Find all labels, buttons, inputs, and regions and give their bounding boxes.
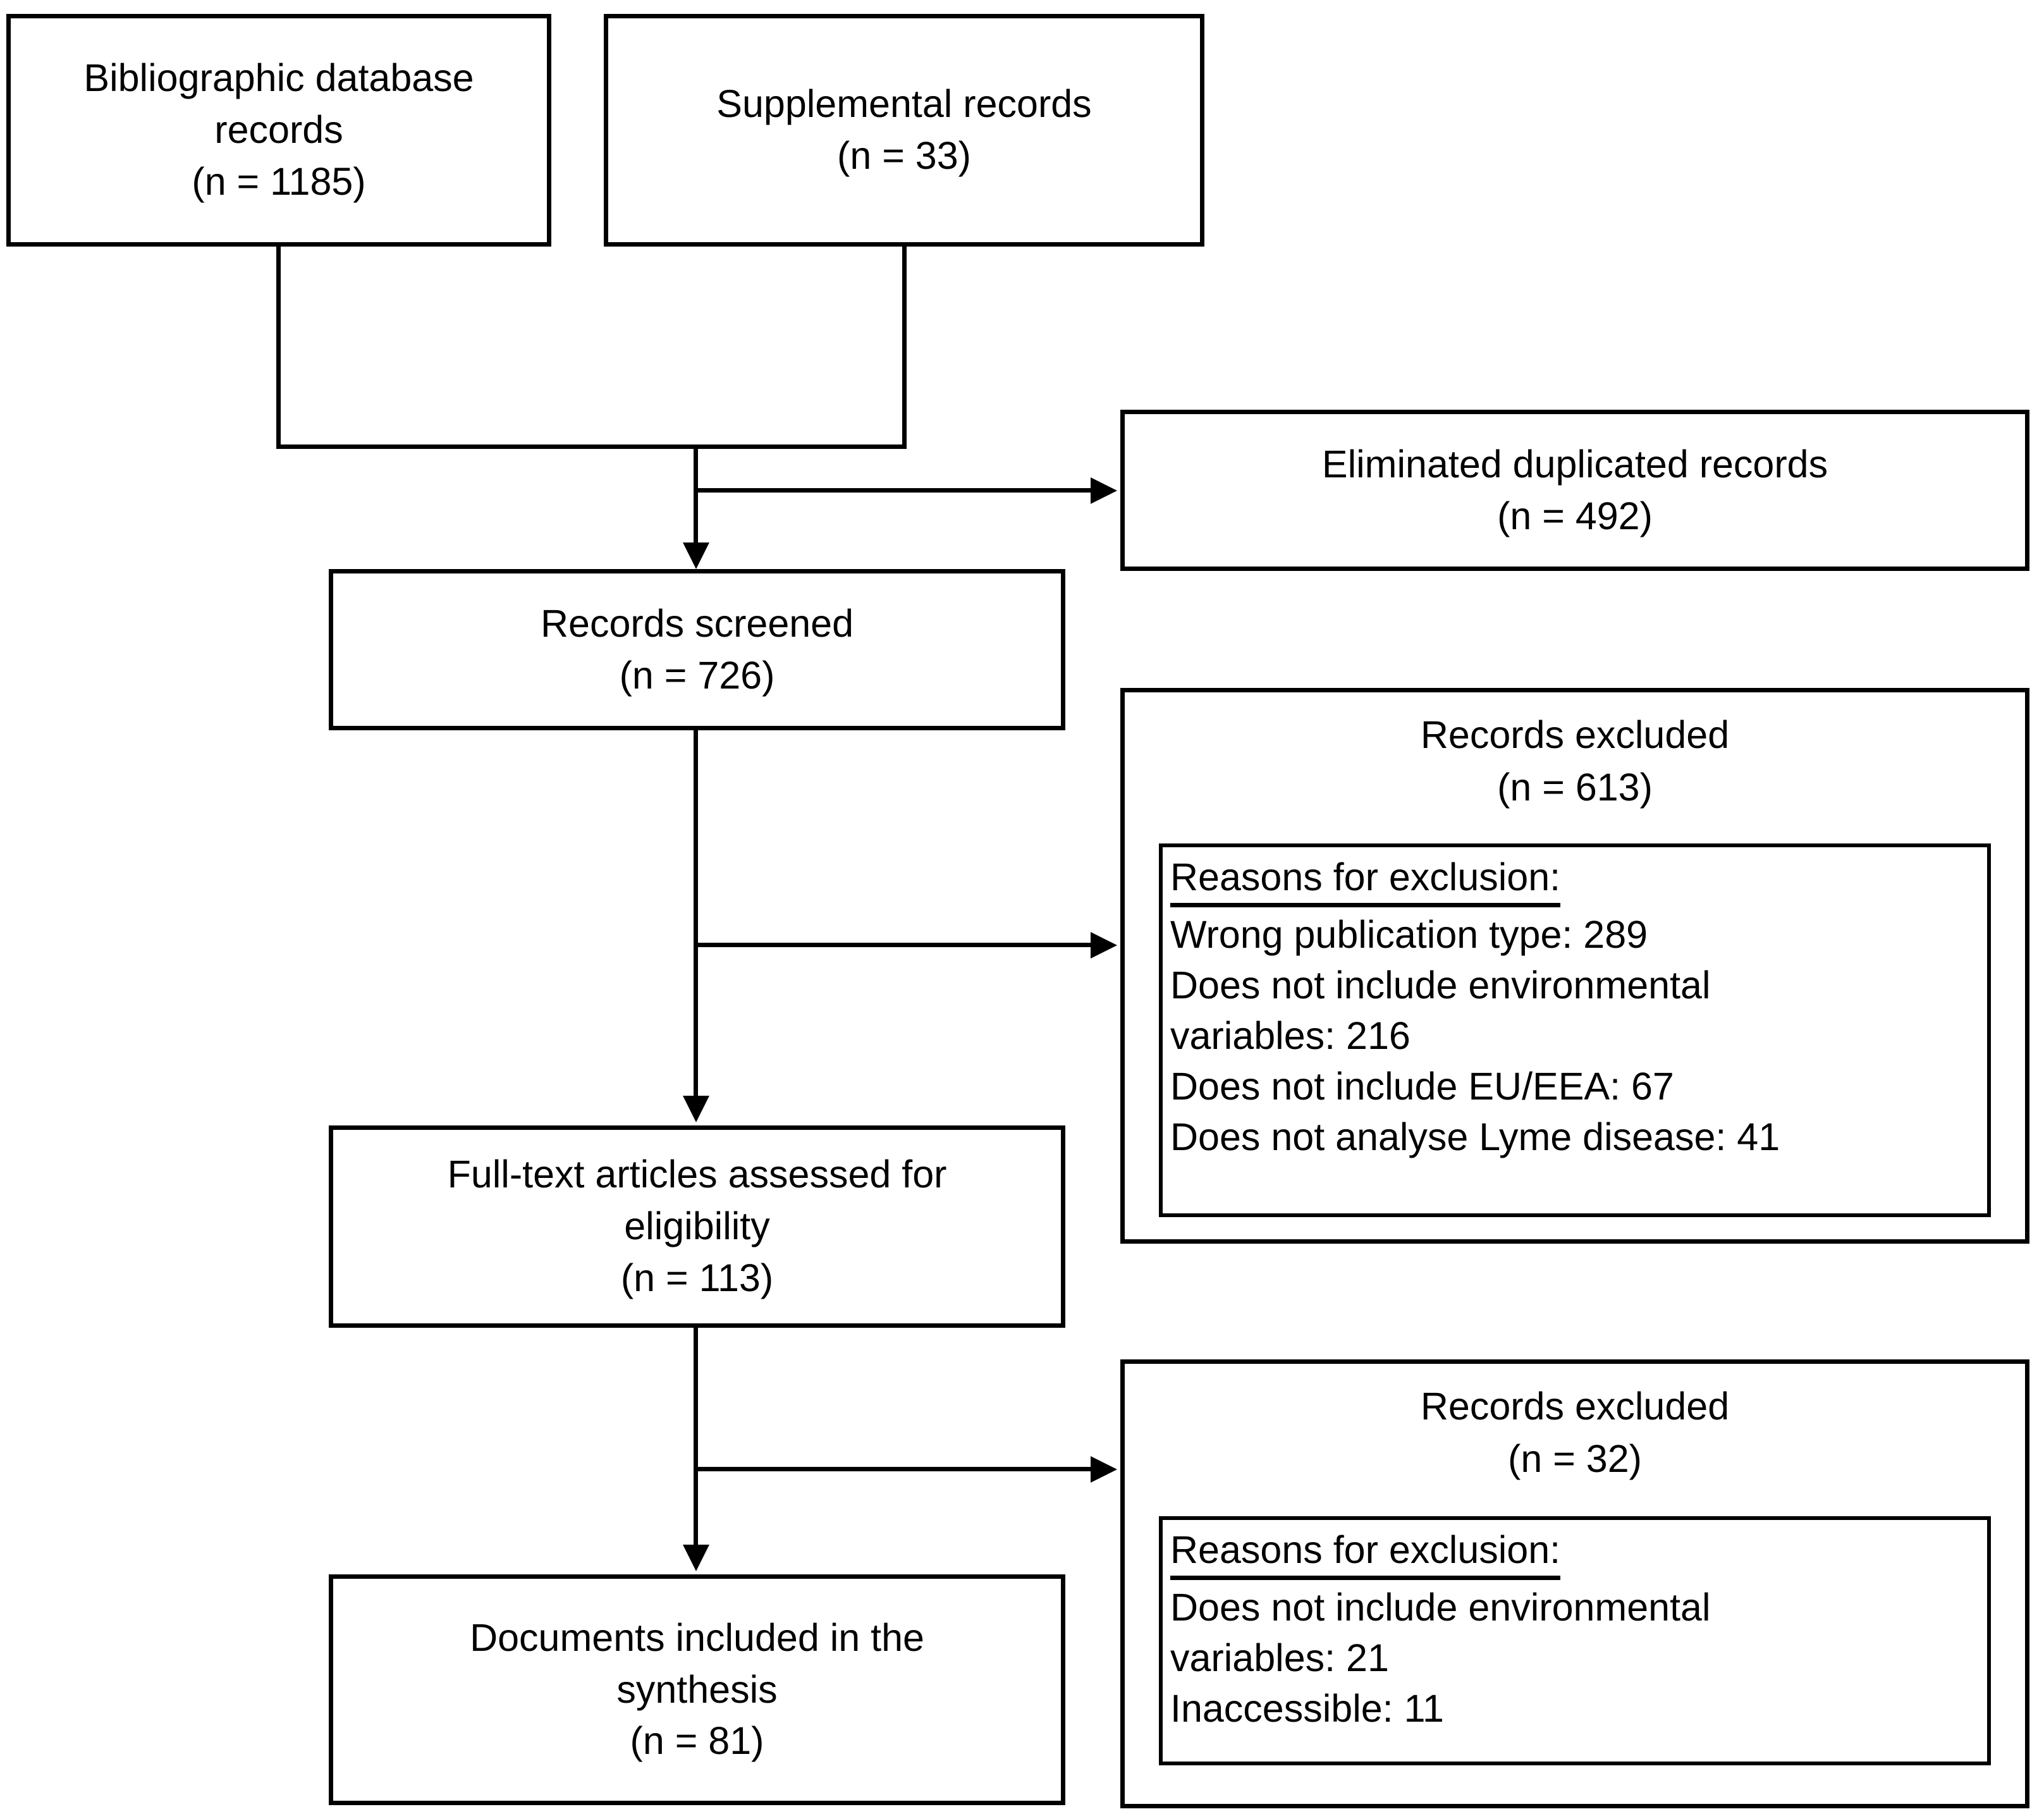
box-eliminated-duplicated-records: Eliminated duplicated records (n = 492) (1120, 410, 2029, 571)
supplemental-count: (n = 33) (837, 134, 971, 177)
connector-to-excluded-screening (694, 943, 1092, 947)
connector-fulltext-to-included (694, 1328, 698, 1548)
arrowhead-to-duplicates (1091, 477, 1117, 504)
connector-to-duplicates (694, 488, 1092, 493)
reasons-screening-title: Reasons for exclusion: (1170, 852, 1561, 908)
included-count: (n = 81) (630, 1719, 764, 1763)
bibliographic-count: (n = 1185) (192, 159, 366, 203)
excluded-eligibility-header: Records excluded (n = 32) (1125, 1364, 2025, 1485)
screened-count: (n = 726) (619, 653, 775, 697)
box-supplemental-records: Supplemental records (n = 33) (604, 14, 1204, 247)
included-line-1: Documents included in the (470, 1615, 924, 1659)
bibliographic-line-1: Bibliographic database (83, 56, 474, 100)
included-line-2: synthesis (616, 1667, 778, 1711)
reason-screening-3: variables: 216 (1170, 1014, 1411, 1058)
box-bibliographic-database-records: Bibliographic database records (n = 1185… (6, 14, 551, 247)
arrowhead-to-excluded-screening (1091, 932, 1117, 959)
duplicates-line-1: Eliminated duplicated records (1321, 442, 1828, 486)
connector-supplemental-down (902, 247, 907, 449)
reason-screening-4: Does not include EU/EEA: 67 (1170, 1065, 1674, 1108)
reason-screening-2: Does not include environmental (1170, 964, 1711, 1007)
reasons-eligibility-title: Reasons for exclusion: (1170, 1525, 1561, 1581)
connector-bibliographic-down (276, 247, 281, 449)
arrowhead-to-included (683, 1545, 709, 1571)
screened-line-1: Records screened (540, 601, 854, 645)
reason-eligibility-3: Inaccessible: 11 (1170, 1687, 1444, 1731)
box-fulltext-articles-assessed: Full-text articles assessed for eligibil… (329, 1125, 1065, 1328)
excluded-screening-title: Records excluded (1420, 713, 1730, 756)
excluded-screening-header: Records excluded (n = 613) (1125, 692, 2025, 814)
reason-eligibility-1: Does not include environmental (1170, 1586, 1711, 1629)
arrowhead-to-fulltext (683, 1096, 709, 1122)
arrowhead-to-excluded-eligibility (1091, 1456, 1117, 1483)
reasons-panel-eligibility: Reasons for exclusion: Does not include … (1159, 1516, 1991, 1765)
connector-trunk-to-screened (694, 444, 698, 546)
box-records-screened: Records screened (n = 726) (329, 569, 1065, 730)
reason-eligibility-2: variables: 21 (1170, 1636, 1389, 1680)
duplicates-count: (n = 492) (1497, 494, 1653, 537)
connector-screened-to-fulltext (694, 730, 698, 1099)
fulltext-count: (n = 113) (620, 1256, 774, 1299)
supplemental-line-1: Supplemental records (716, 82, 1092, 126)
arrowhead-to-screened (683, 542, 709, 569)
connector-merge-horizontal (276, 444, 907, 449)
reason-screening-1: Wrong publication type: 289 (1170, 913, 1648, 957)
excluded-eligibility-count: (n = 32) (1508, 1437, 1642, 1480)
reasons-panel-screening: Reasons for exclusion: Wrong publication… (1159, 843, 1991, 1217)
fulltext-line-1: Full-text articles assessed for (447, 1153, 947, 1196)
excluded-eligibility-title: Records excluded (1420, 1385, 1730, 1428)
fulltext-line-2: eligibility (624, 1204, 770, 1248)
bibliographic-line-2: records (214, 108, 343, 152)
excluded-screening-count: (n = 613) (1497, 765, 1653, 809)
connector-to-excluded-eligibility (694, 1467, 1092, 1471)
reason-screening-5: Does not analyse Lyme disease: 41 (1170, 1115, 1780, 1158)
box-documents-included-synthesis: Documents included in the synthesis (n =… (329, 1574, 1065, 1805)
